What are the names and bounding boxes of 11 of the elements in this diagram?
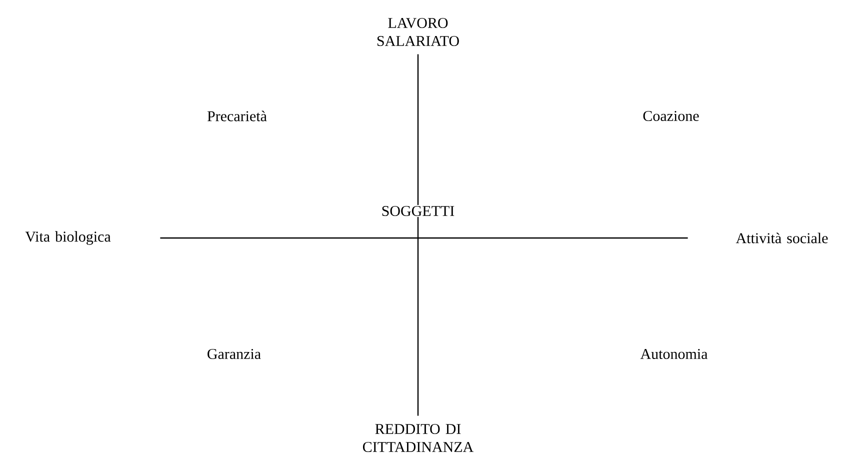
axis-end-label: Attività sociale <box>736 232 828 244</box>
quadrant-label: Coazione <box>642 110 700 122</box>
axis-end-label: LAVORO SALARIATO <box>377 18 459 46</box>
axis-line <box>417 54 419 416</box>
axis-end-label: Vita biologica <box>25 231 111 245</box>
quadrant-label: Precarietà <box>206 110 268 122</box>
quadrant-label: SOGGETTI <box>380 204 456 218</box>
quadrant-label: Garanzia <box>206 348 262 360</box>
axis-line <box>160 237 688 239</box>
quadrant-label: Autonomia <box>639 348 709 360</box>
axis-end-label: REDDITO DI CITTADINANZA <box>362 424 474 452</box>
